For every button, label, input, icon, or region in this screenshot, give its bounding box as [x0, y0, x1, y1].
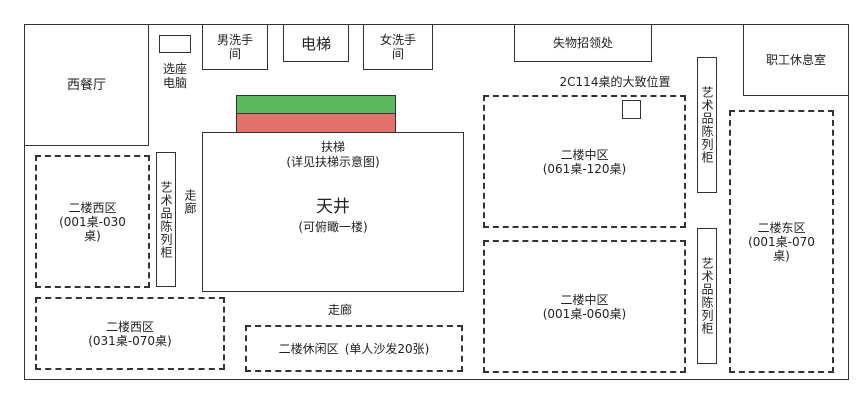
- zone-central-lower-name: 二楼中区: [560, 292, 609, 307]
- zone-leisure-range: (单人沙发20张): [344, 341, 430, 356]
- table-marker-icon: [622, 100, 641, 119]
- corridor-vertical-label: 走廊: [183, 189, 197, 215]
- escalator-lower-bar: [236, 113, 396, 133]
- elevator-label: 电梯: [300, 34, 331, 53]
- zone-leisure-name: 二楼休闲区: [278, 341, 339, 356]
- west-restaurant-label: 西餐厅: [66, 77, 106, 93]
- art-cabinet-right-lower-label: 艺术品陈列柜: [700, 257, 714, 335]
- lost-and-found-label: 失物招领处: [552, 36, 613, 50]
- lost-and-found: 失物招领处: [514, 24, 652, 62]
- zone-central-upper: 二楼中区 (061桌-120桌): [483, 95, 686, 228]
- art-cabinet-left: 艺术品陈列柜: [156, 152, 176, 287]
- zone-central-upper-name: 二楼中区: [560, 147, 609, 162]
- escalator-label: 扶梯: [320, 140, 345, 154]
- zone-west-upper-name: 二楼西区: [68, 200, 117, 215]
- womens-restroom-label: 女洗手 间: [379, 33, 416, 61]
- corridor-vertical: 走廊: [180, 172, 200, 232]
- mens-restroom-label: 男洗手 间: [216, 33, 253, 61]
- art-cabinet-right-lower: 艺术品陈列柜: [697, 228, 717, 364]
- zone-east-range: (001桌-070 桌): [748, 234, 815, 263]
- zone-west-lower: 二楼西区 (031桌-070桌): [35, 297, 225, 370]
- zone-leisure: 二楼休闲区 (单人沙发20张): [245, 325, 463, 372]
- west-restaurant: 西餐厅: [24, 24, 149, 146]
- zone-east-name: 二楼东区: [757, 220, 806, 235]
- zone-west-upper: 二楼西区 (001桌-030 桌): [35, 155, 150, 288]
- table-marker-label: 2C114桌的大致位置: [559, 75, 671, 89]
- seat-computer-label: 选座 电脑: [162, 62, 187, 90]
- floor-outline: [24, 24, 849, 380]
- atrium-subtitle: (可俯瞰一楼): [298, 220, 368, 234]
- zone-east: 二楼东区 (001桌-070 桌): [729, 110, 834, 373]
- elevator: 电梯: [283, 24, 349, 62]
- staff-lounge-label: 职工休息室: [765, 53, 826, 67]
- atrium: [202, 132, 464, 292]
- zone-west-upper-range: (001桌-030 桌): [59, 214, 126, 243]
- corridor-horizontal-label: 走廊: [327, 303, 352, 317]
- staff-lounge: 职工休息室: [743, 24, 849, 96]
- atrium-title: 天井: [316, 197, 350, 217]
- zone-west-lower-range: (031桌-070桌): [88, 333, 172, 348]
- art-cabinet-left-label: 艺术品陈列柜: [159, 180, 173, 259]
- art-cabinet-right-upper-label: 艺术品陈列柜: [700, 86, 714, 164]
- womens-restroom: 女洗手 间: [363, 24, 433, 70]
- seat-computer-icon: [159, 35, 191, 53]
- escalator-upper-bar: [236, 95, 396, 114]
- zone-west-lower-name: 二楼西区: [105, 319, 154, 334]
- zone-central-upper-range: (061桌-120桌): [542, 161, 627, 176]
- art-cabinet-right-upper: 艺术品陈列柜: [697, 57, 717, 193]
- escalator-note: (详见扶梯示意图): [286, 155, 380, 169]
- mens-restroom: 男洗手 间: [202, 24, 268, 70]
- zone-central-lower: 二楼中区 (001桌-060桌): [483, 240, 686, 373]
- zone-central-lower-range: (001桌-060桌): [542, 306, 627, 321]
